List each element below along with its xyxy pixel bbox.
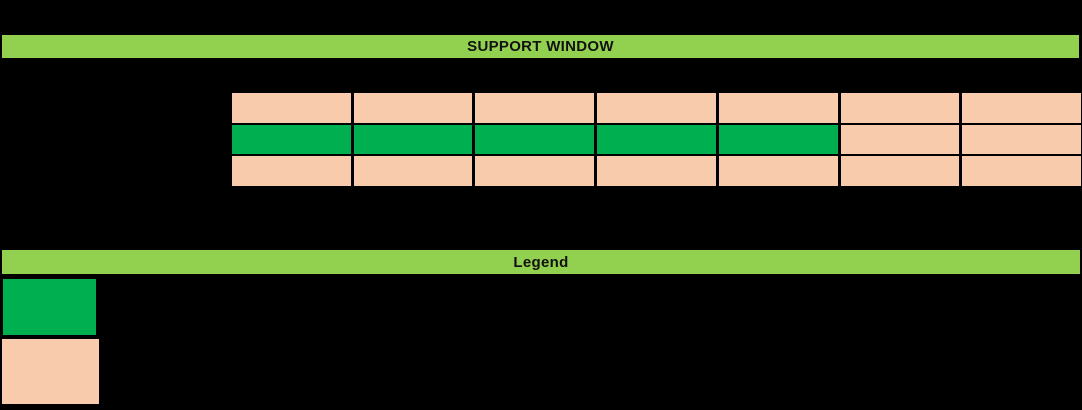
legend-swatch-peach [1, 338, 100, 405]
support-cell [475, 124, 595, 155]
support-window-table [232, 93, 1081, 186]
support-cell [597, 156, 716, 186]
support-cell [353, 93, 473, 123]
support-cell [353, 124, 473, 155]
support-cell [962, 124, 1081, 155]
support-cell [840, 93, 960, 123]
support-window-title: SUPPORT WINDOW [467, 38, 614, 55]
support-cell [475, 93, 595, 123]
support-cell [597, 124, 716, 155]
support-cell [232, 156, 351, 186]
support-cell [353, 156, 473, 186]
support-cell [840, 156, 960, 186]
support-window-header-bar: SUPPORT WINDOW [2, 34, 1079, 60]
support-cell [232, 124, 351, 155]
support-cell [718, 124, 838, 155]
support-cell [962, 156, 1081, 186]
support-cell [232, 93, 351, 123]
support-cell [718, 156, 838, 186]
support-cell [475, 156, 595, 186]
support-cell [840, 124, 960, 155]
support-cell [718, 93, 838, 123]
legend-title: Legend [513, 253, 569, 271]
legend-swatch-green [2, 278, 97, 336]
legend-header-bar: Legend [2, 249, 1080, 276]
support-cell [962, 93, 1081, 123]
support-cell [597, 93, 716, 123]
